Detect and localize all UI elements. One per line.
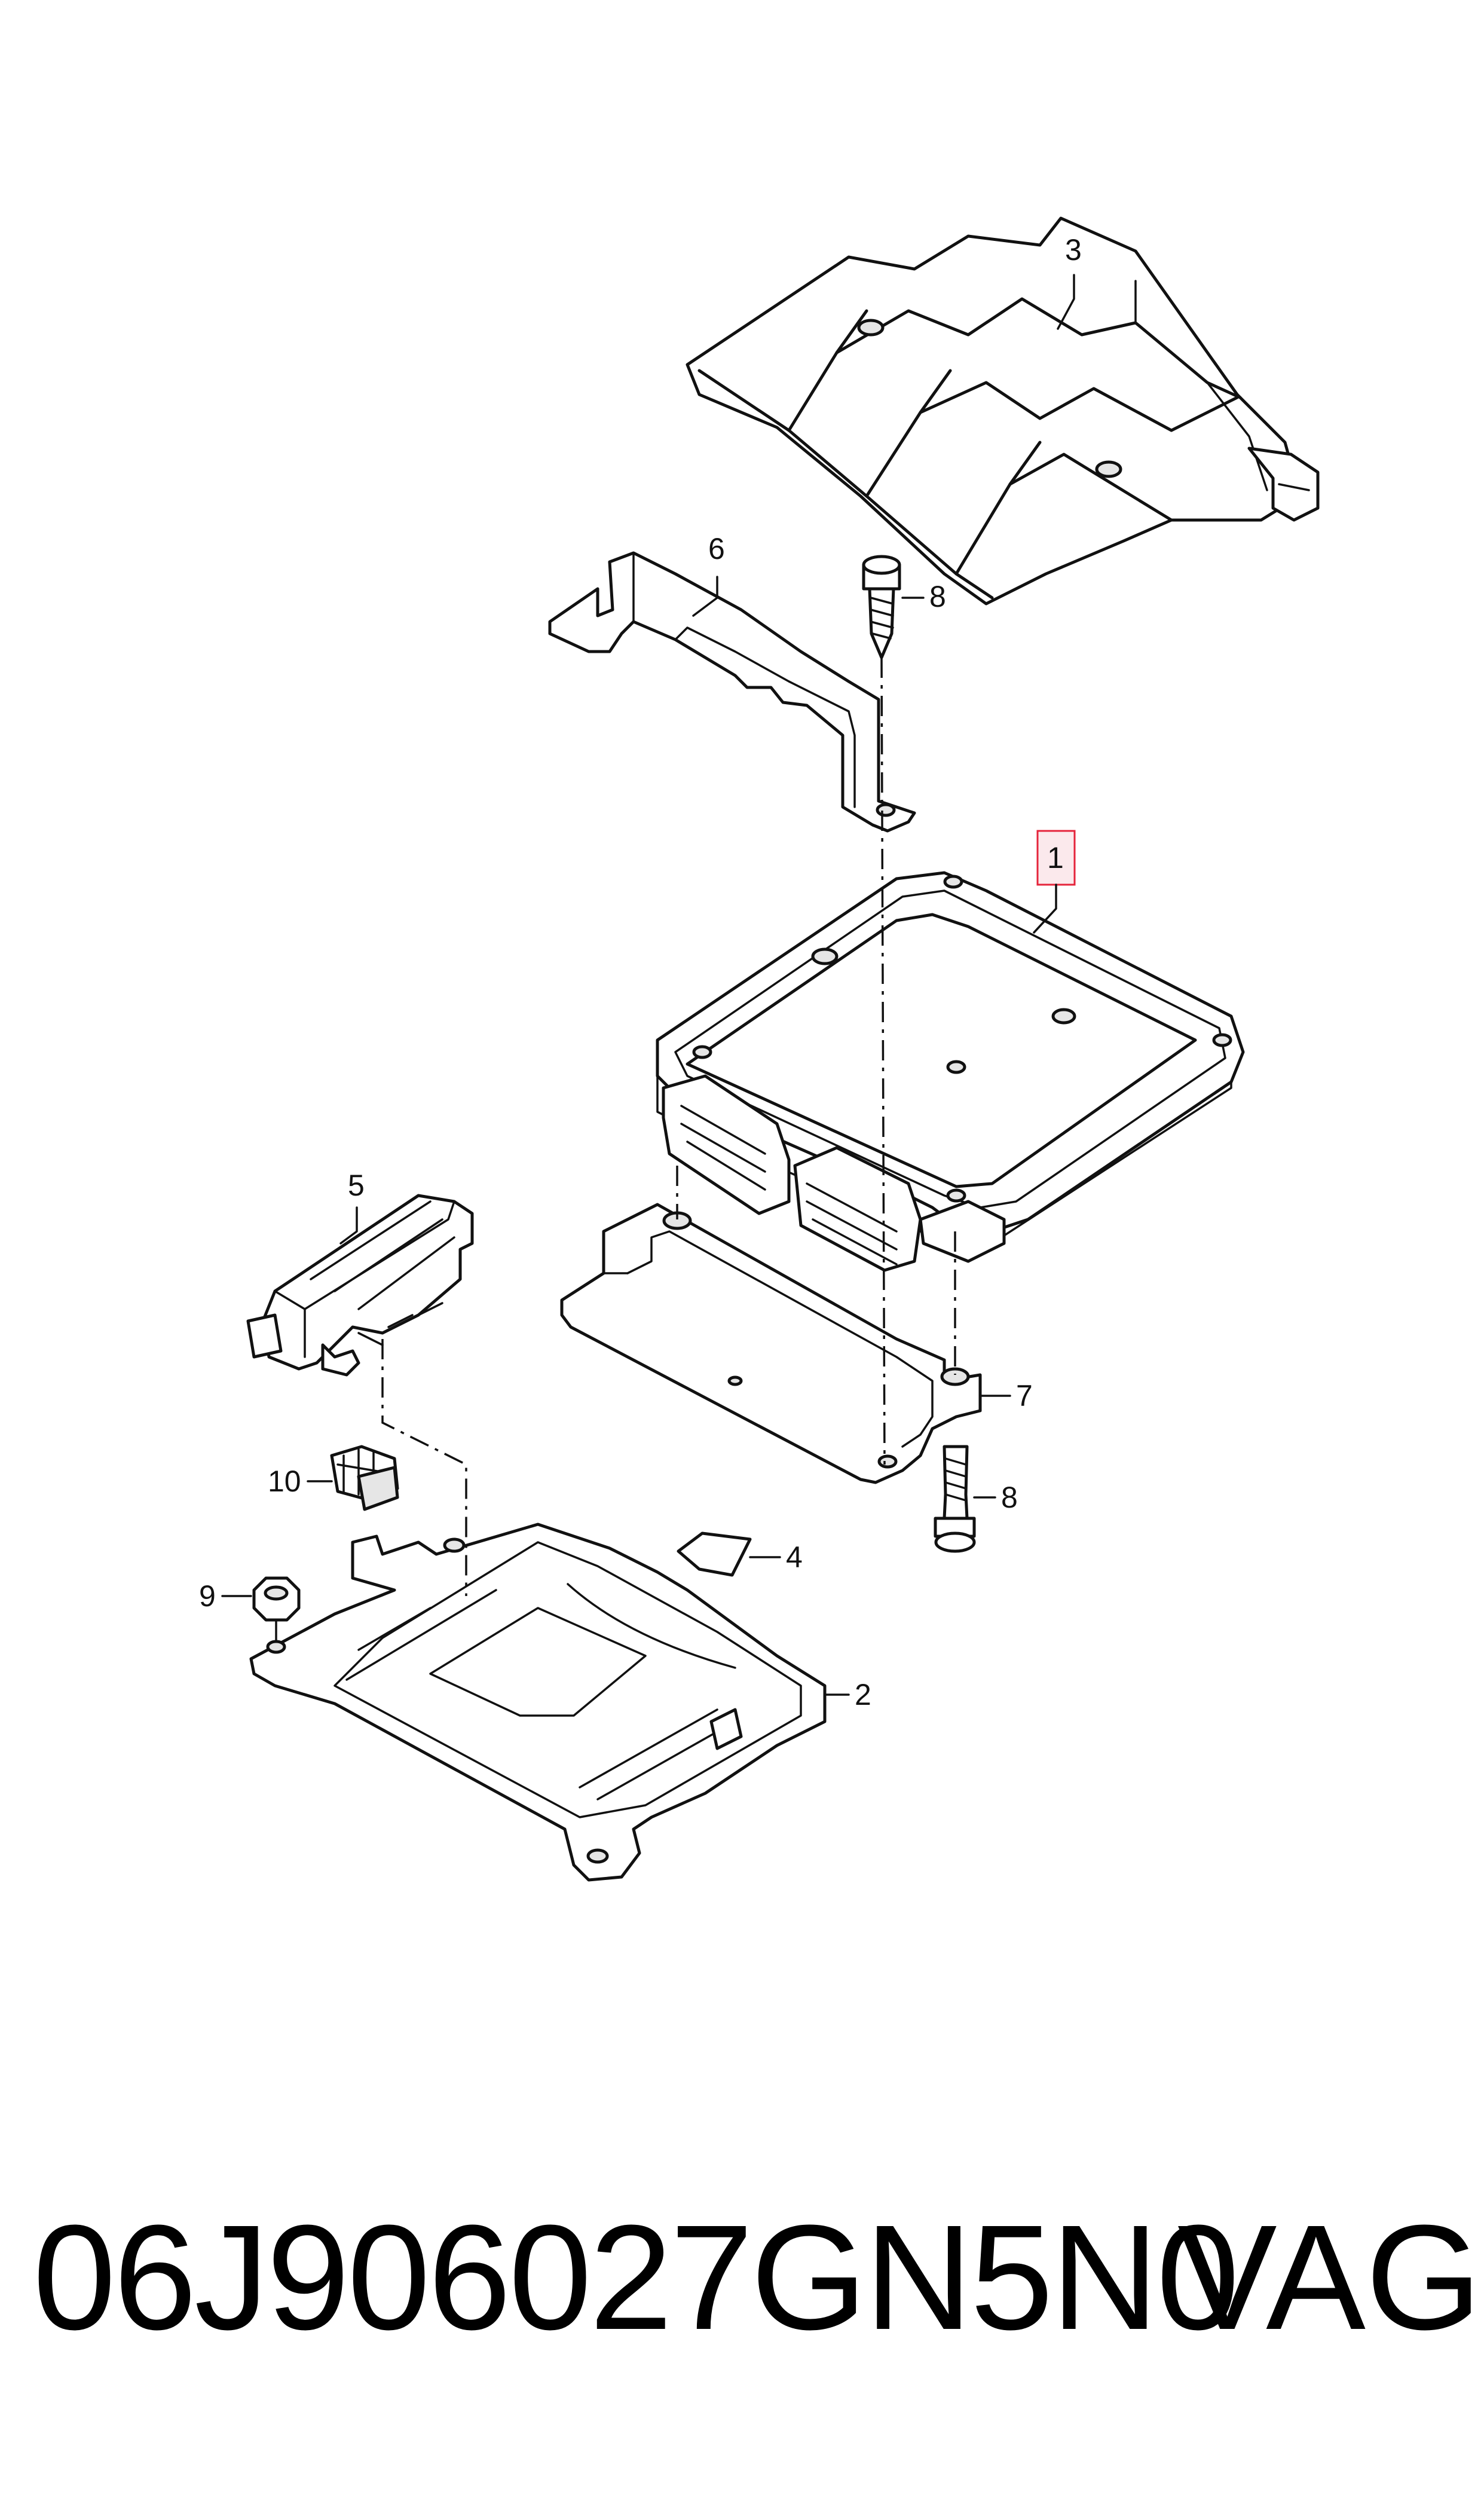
part-5-holder	[246, 1194, 474, 1377]
callouts: 3 6 8 1 5 7 8 10 4 9 2	[199, 233, 1082, 1711]
alignment-lines	[275, 657, 956, 1647]
part-10-connector	[330, 1445, 399, 1511]
callout-1: 1	[1047, 841, 1064, 875]
part-8-screw-lower	[934, 1445, 976, 1553]
callout-3: 3	[1065, 233, 1082, 267]
part-9-nut	[252, 1576, 301, 1622]
part-8-screw-upper	[862, 555, 901, 659]
callout-10: 10	[268, 1465, 301, 1498]
brand-name: VAG	[1177, 2194, 1482, 2361]
part-3-cover	[686, 216, 1320, 606]
leader-lines	[221, 274, 1075, 1696]
part-4-pad	[677, 1531, 752, 1577]
callout-5: 5	[348, 1169, 365, 1202]
part-7-mounting-plate	[560, 1203, 982, 1484]
callout-4: 4	[786, 1540, 803, 1574]
part-6-bracket	[548, 551, 916, 833]
footer-caption: 06J906027GN5N0 VAG	[0, 2182, 1484, 2373]
callout-9: 9	[199, 1579, 216, 1613]
callout-6: 6	[708, 532, 725, 565]
callout-7: 7	[1016, 1379, 1033, 1413]
part-1-control-unit	[656, 871, 1245, 1272]
part-2-base-bracket	[249, 1523, 827, 1882]
callout-8-upper: 8	[929, 580, 946, 613]
callout-2: 2	[855, 1678, 871, 1711]
callout-8-lower: 8	[1001, 1481, 1018, 1514]
part-number: 06J906027GN5N0	[33, 2194, 1240, 2361]
